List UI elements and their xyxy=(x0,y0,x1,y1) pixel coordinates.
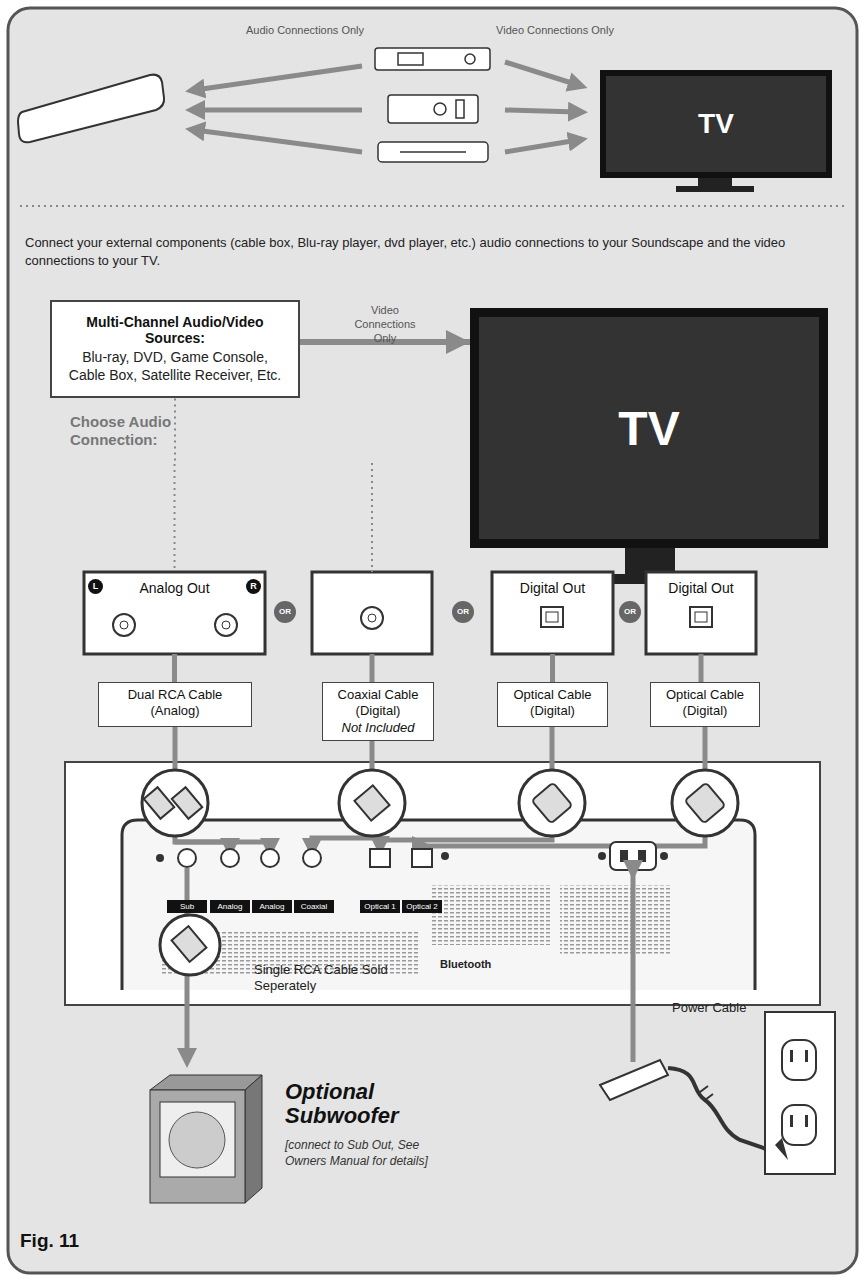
node-text: Not Included xyxy=(327,720,429,735)
soundbar-rear xyxy=(65,762,820,1005)
rear-jacks xyxy=(156,842,668,870)
channel-marker: R xyxy=(246,579,261,594)
cable-plugs xyxy=(142,727,738,836)
arrow-note: Audio Connections Only xyxy=(240,24,370,36)
tv-screen: TV xyxy=(600,70,832,178)
node-text: TV xyxy=(618,401,679,456)
jack-label: Analog xyxy=(210,900,250,913)
node-text: TV xyxy=(698,108,734,140)
tv-stand xyxy=(676,178,754,192)
arrows xyxy=(195,62,578,152)
jack-label: Optical 1 xyxy=(360,900,400,913)
output-box: Digital Out xyxy=(492,572,613,654)
connector xyxy=(699,654,704,682)
rear-panel xyxy=(122,820,755,990)
rear-text xyxy=(160,885,670,974)
jack-label: Analog xyxy=(252,900,292,913)
tv-screen: TV xyxy=(470,308,828,548)
output-box: Analog Out xyxy=(84,572,265,654)
part-note: [connect to Sub Out, See Owners Manual f… xyxy=(285,1138,435,1169)
jack-label: Coaxial xyxy=(294,900,334,913)
node-text: Coaxial Cable (Digital) xyxy=(327,687,429,720)
jack-label: Optical 2 xyxy=(402,900,442,913)
cable-note: Power Cable xyxy=(672,1000,762,1015)
cable-label: Optical Cable (Digital) xyxy=(650,682,760,727)
logo-text: Bluetooth xyxy=(440,958,510,970)
jack-label: Sub xyxy=(167,900,207,913)
frame xyxy=(8,8,857,1273)
section-heading: Choose Audio Connection: xyxy=(70,413,220,449)
edge-label: Video Connections Only xyxy=(345,304,425,345)
subwoofer-link xyxy=(160,868,220,1058)
output-box: Digital Out xyxy=(646,572,756,654)
source-box: Multi-Channel Audio/Video Sources:Blu-ra… xyxy=(50,300,300,398)
node-text: Multi-Channel Audio/Video Sources: xyxy=(62,314,288,346)
power-cable xyxy=(600,870,835,1174)
part-name: Optional Subwoofer xyxy=(285,1080,425,1128)
figure-caption: Fig. 11 xyxy=(20,1230,140,1252)
cable-label: Coaxial Cable (Digital)Not Included xyxy=(322,682,434,741)
cable-label: Optical Cable (Digital) xyxy=(497,682,608,727)
node-text: Digital Out xyxy=(492,580,613,596)
node-text: Dual RCA Cable (Analog) xyxy=(103,687,247,720)
node-text: Optical Cable (Digital) xyxy=(655,687,755,720)
cable-label: Dual RCA Cable (Analog) xyxy=(98,682,252,727)
instruction-text: Connect your external components (cable … xyxy=(25,234,840,269)
soundbar xyxy=(18,75,164,143)
or-marker: OR xyxy=(452,606,474,618)
node-text: Optical Cable (Digital) xyxy=(502,687,603,720)
channel-marker: L xyxy=(88,579,103,594)
devices xyxy=(375,48,490,162)
arrow-note: Video Connections Only xyxy=(490,24,620,36)
node-text: Blu-ray, DVD, Game Console, Cable Box, S… xyxy=(62,348,288,384)
connector xyxy=(172,654,177,682)
or-marker: OR xyxy=(619,606,641,618)
node-text: Analog Out xyxy=(84,580,265,596)
connector xyxy=(174,398,177,572)
divider xyxy=(20,205,845,207)
or-marker: OR xyxy=(274,606,296,618)
connector xyxy=(550,654,555,682)
cable-note: Single RCA Cable Sold Seperately xyxy=(254,962,389,995)
node-text: Digital Out xyxy=(646,580,756,596)
subwoofer xyxy=(150,1075,262,1203)
